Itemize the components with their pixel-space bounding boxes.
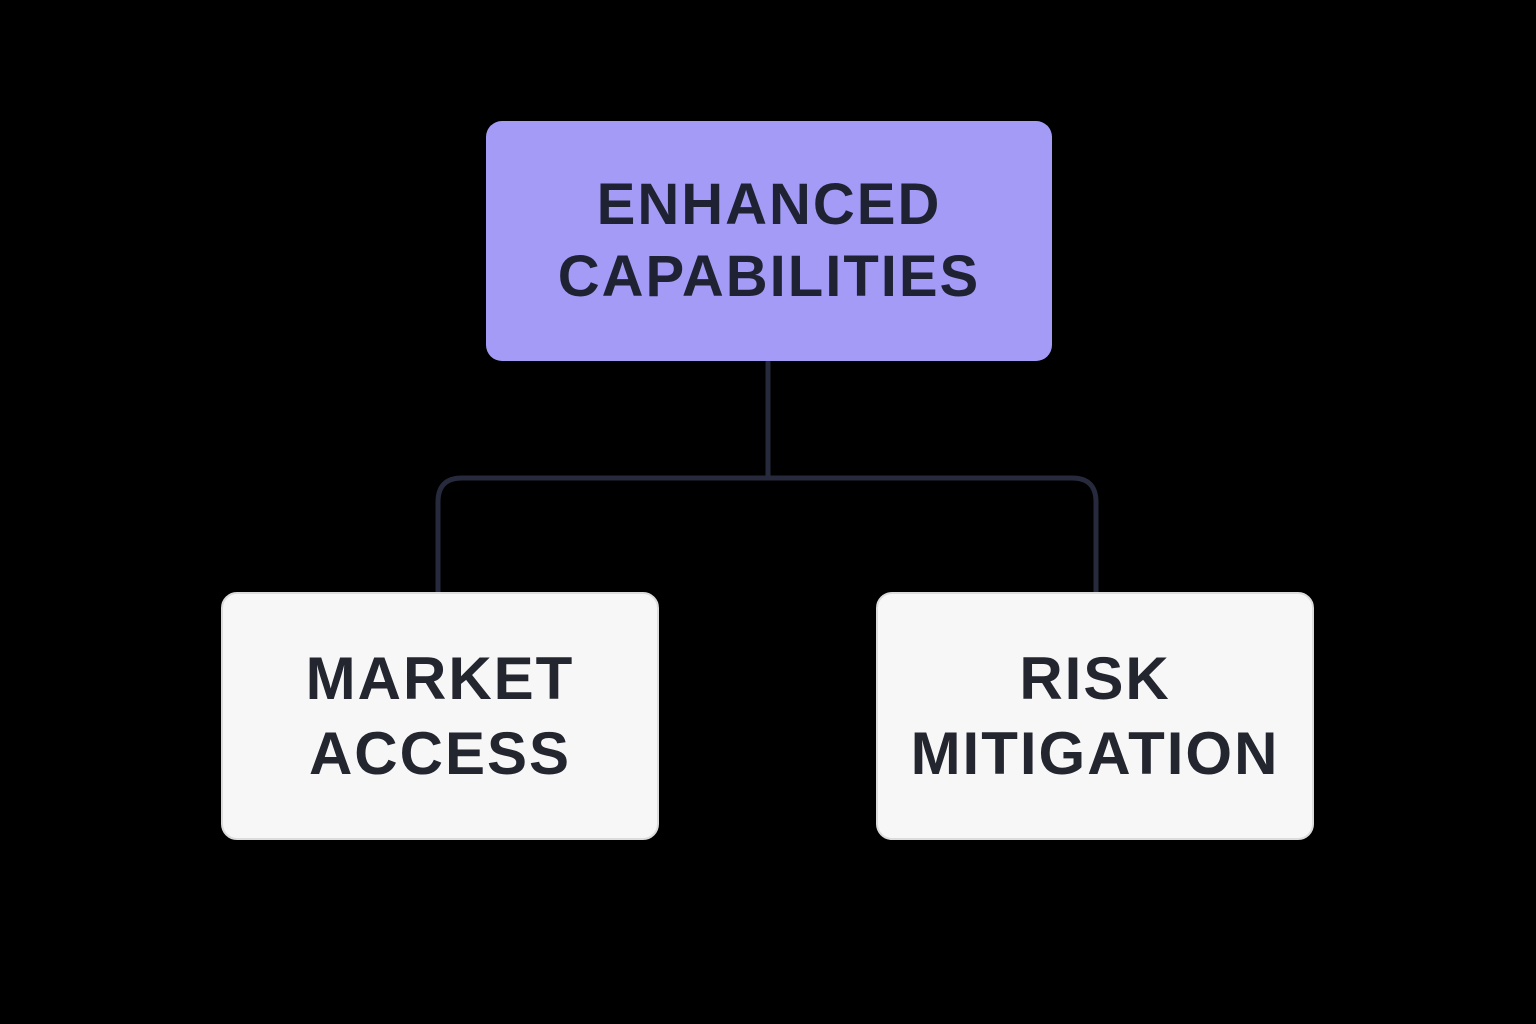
- root-node-label: ENHANCED CAPABILITIES: [557, 171, 981, 310]
- connector-right-branch: [765, 475, 1099, 595]
- connector-left-branch: [435, 475, 771, 595]
- child-node-market-access: MARKET ACCESS: [221, 592, 659, 840]
- child-node-risk-mitigation: RISK MITIGATION: [876, 592, 1314, 840]
- child-node-label: MARKET ACCESS: [305, 645, 575, 787]
- child-node-label: RISK MITIGATION: [910, 645, 1280, 787]
- root-node-enhanced-capabilities: ENHANCED CAPABILITIES: [486, 121, 1052, 361]
